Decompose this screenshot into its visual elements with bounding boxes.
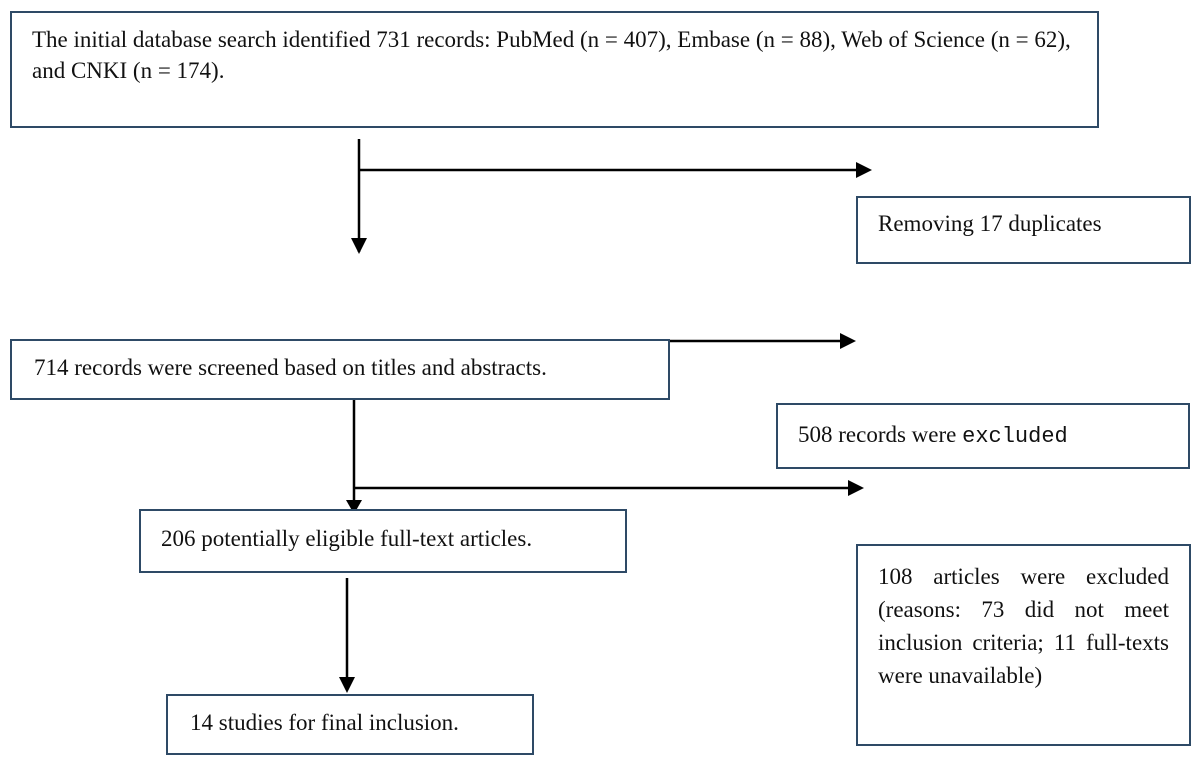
included-box: 14 studies for final inclusion.	[166, 694, 534, 755]
eligibility-text: 206 potentially eligible full-text artic…	[161, 526, 533, 551]
fulltext-excluded-text: 108 articles were excluded (reasons: 73 …	[878, 564, 1169, 688]
fulltext-excluded-box: 108 articles were excluded (reasons: 73 …	[856, 544, 1191, 746]
duplicates-text: Removing 17 duplicates	[878, 211, 1102, 236]
screen-excluded-text: 508 records were	[798, 422, 957, 447]
arrowhead-right-1	[856, 162, 872, 178]
screen-excluded-box: 508 records were excluded	[776, 403, 1190, 469]
arrowhead-down-1	[351, 238, 367, 254]
arrowhead-right-3	[848, 480, 864, 496]
screening-text: 714 records were screened based on title…	[34, 355, 547, 380]
arrowhead-down-2	[346, 500, 362, 514]
screen-excluded-text-mono: excluded	[962, 424, 1068, 449]
identification-text: The initial database search identified 7…	[32, 27, 1071, 83]
identification-box: The initial database search identified 7…	[10, 11, 1099, 128]
arrowhead-right-2	[840, 333, 856, 349]
screening-box: 714 records were screened based on title…	[10, 339, 670, 400]
arrowhead-down-3	[339, 677, 355, 693]
duplicates-box: Removing 17 duplicates	[856, 196, 1191, 264]
included-text: 14 studies for final inclusion.	[190, 710, 459, 735]
eligibility-box: 206 potentially eligible full-text artic…	[139, 509, 627, 573]
